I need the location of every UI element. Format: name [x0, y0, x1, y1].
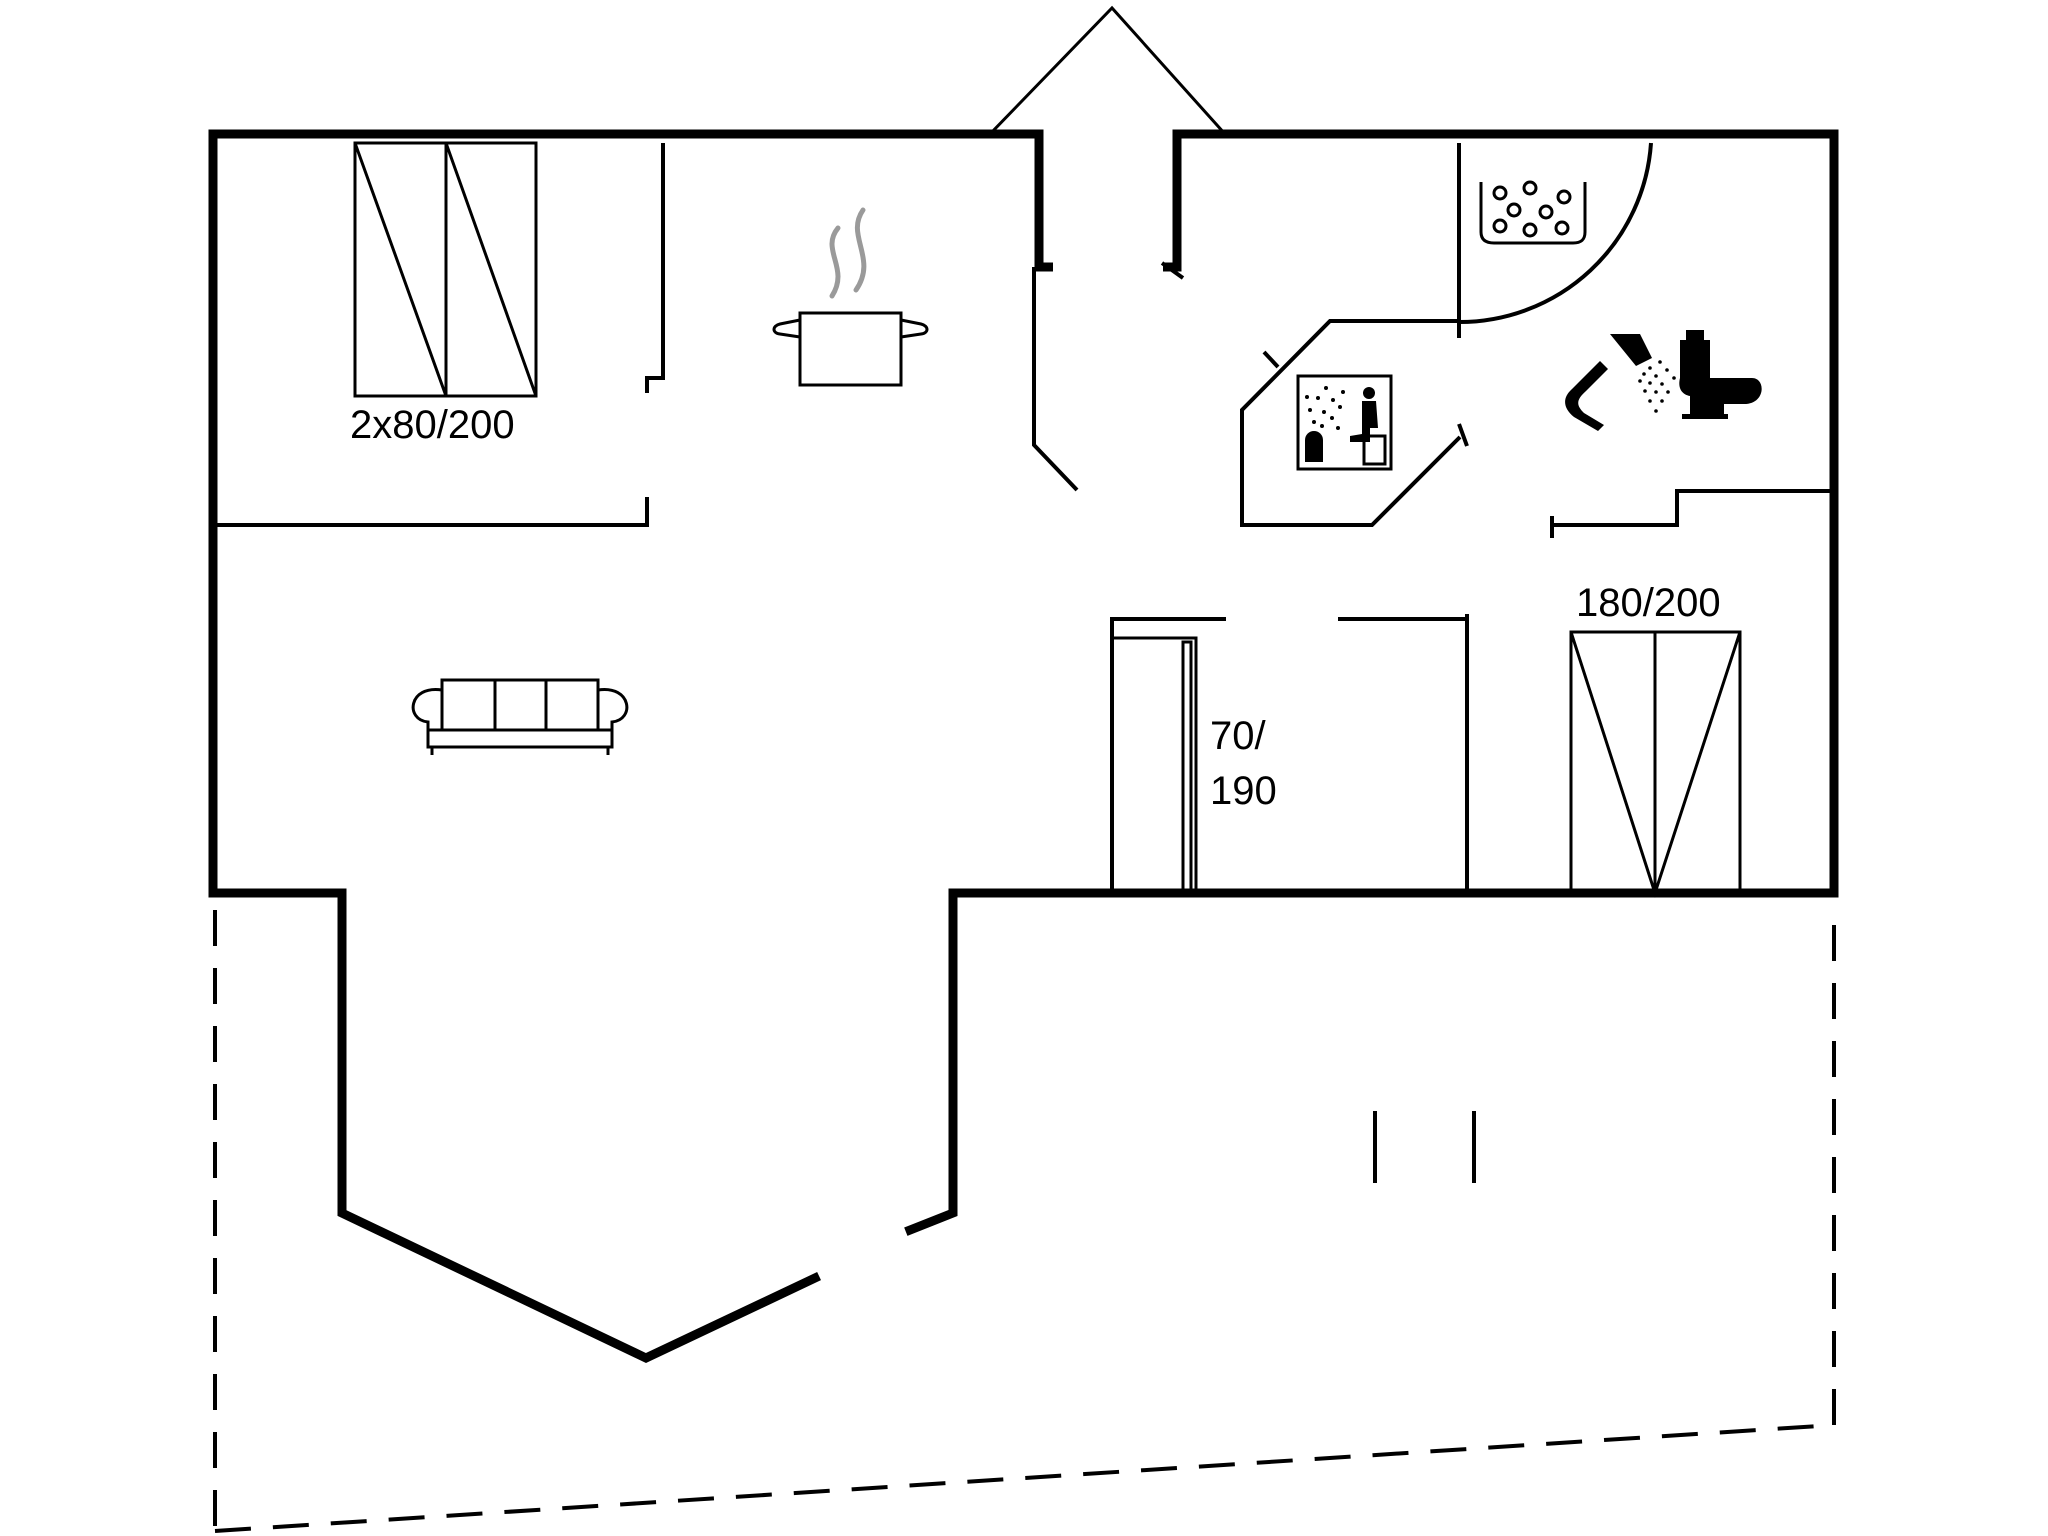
interior-walls: [213, 143, 1834, 893]
double-bed-label: 180/200: [1576, 581, 1721, 625]
single-bed-label-line2: 190: [1210, 769, 1277, 813]
twin-bed-icon: [353, 141, 538, 398]
bath-door-arc: [1458, 142, 1653, 325]
toilet-icon: [1679, 330, 1762, 419]
cooking-pot-icon: [772, 207, 929, 387]
shower-icon: [1565, 334, 1676, 431]
entrance-canopy: [988, 5, 1227, 136]
whirlpool-bath-icon: [1479, 180, 1587, 245]
sauna-icon: [1296, 374, 1393, 471]
single-bed-label-line1: 70/: [1210, 714, 1266, 758]
terrace-outline: [213, 910, 1836, 1533]
sofa-icon: [411, 678, 629, 755]
double-bed-icon: [1569, 630, 1742, 898]
bunk-bed-label: 2x80/200: [350, 403, 515, 447]
single-bed-icon: [1110, 636, 1198, 895]
